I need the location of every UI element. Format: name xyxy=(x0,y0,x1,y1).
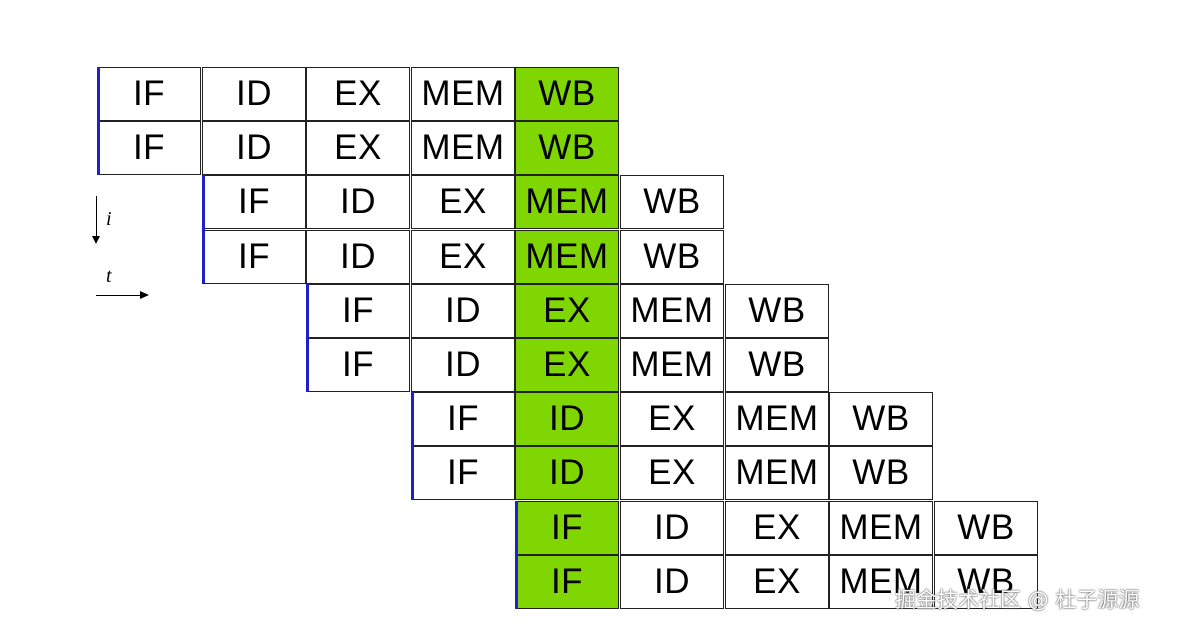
stage-cell-if: IF xyxy=(411,446,515,500)
stage-cell-ex: EX xyxy=(620,446,724,500)
stage-cell-wb: WB xyxy=(934,501,1038,555)
stage-cell-wb: WB xyxy=(934,555,1038,609)
stage-cell-mem: MEM xyxy=(411,67,515,121)
time-axis-arrow xyxy=(96,295,142,296)
instruction-axis-label: i xyxy=(106,208,112,230)
stage-cell-ex: EX xyxy=(515,284,619,338)
arrow-right-icon xyxy=(140,291,149,299)
stage-cell-if: IF xyxy=(306,284,410,338)
stage-cell-id: ID xyxy=(620,555,724,609)
watermark: 掘金技术社区 @ 杜子源源 xyxy=(895,588,1140,612)
stage-cell-mem: MEM xyxy=(725,446,829,500)
stage-cell-id: ID xyxy=(202,121,306,175)
stage-cell-wb: WB xyxy=(829,392,933,446)
stage-cell-wb: WB xyxy=(725,338,829,392)
stage-cell-id: ID xyxy=(515,446,619,500)
stage-cell-id: ID xyxy=(411,284,515,338)
stage-cell-id: ID xyxy=(515,392,619,446)
stage-cell-mem: MEM xyxy=(725,392,829,446)
stage-cell-if: IF xyxy=(306,338,410,392)
stage-cell-ex: EX xyxy=(411,230,515,284)
stage-cell-id: ID xyxy=(620,501,724,555)
instruction-group-marker xyxy=(306,284,309,392)
stage-cell-ex: EX xyxy=(306,121,410,175)
stage-cell-mem: MEM xyxy=(620,284,724,338)
instruction-group-marker xyxy=(202,175,205,283)
stage-cell-mem: MEM xyxy=(620,338,724,392)
stage-cell-id: ID xyxy=(411,338,515,392)
stage-cell-mem: MEM xyxy=(829,555,933,609)
stage-cell-ex: EX xyxy=(306,67,410,121)
stage-cell-if: IF xyxy=(411,392,515,446)
instruction-group-marker xyxy=(97,67,100,175)
stage-cell-mem: MEM xyxy=(515,175,619,229)
time-axis-label: t xyxy=(106,265,112,287)
stage-cell-wb: WB xyxy=(620,230,724,284)
stage-cell-mem: MEM xyxy=(411,121,515,175)
stage-cell-if: IF xyxy=(97,121,201,175)
stage-cell-wb: WB xyxy=(515,67,619,121)
stage-cell-if: IF xyxy=(515,555,619,609)
stage-cell-if: IF xyxy=(202,230,306,284)
stage-cell-if: IF xyxy=(97,67,201,121)
stage-cell-ex: EX xyxy=(515,338,619,392)
stage-cell-wb: WB xyxy=(725,284,829,338)
stage-cell-wb: WB xyxy=(620,175,724,229)
instruction-group-marker xyxy=(515,501,518,609)
stage-cell-ex: EX xyxy=(725,501,829,555)
stage-cell-wb: WB xyxy=(829,446,933,500)
stage-cell-id: ID xyxy=(202,67,306,121)
stage-cell-id: ID xyxy=(306,175,410,229)
stage-cell-ex: EX xyxy=(620,392,724,446)
stage-cell-if: IF xyxy=(515,501,619,555)
instruction-axis-arrow xyxy=(96,196,97,238)
stage-cell-id: ID xyxy=(306,230,410,284)
stage-cell-mem: MEM xyxy=(515,230,619,284)
instruction-group-marker xyxy=(411,392,414,500)
stage-cell-mem: MEM xyxy=(829,501,933,555)
stage-cell-if: IF xyxy=(202,175,306,229)
stage-cell-ex: EX xyxy=(411,175,515,229)
arrow-down-icon xyxy=(92,236,100,244)
stage-cell-wb: WB xyxy=(515,121,619,175)
stage-cell-ex: EX xyxy=(725,555,829,609)
